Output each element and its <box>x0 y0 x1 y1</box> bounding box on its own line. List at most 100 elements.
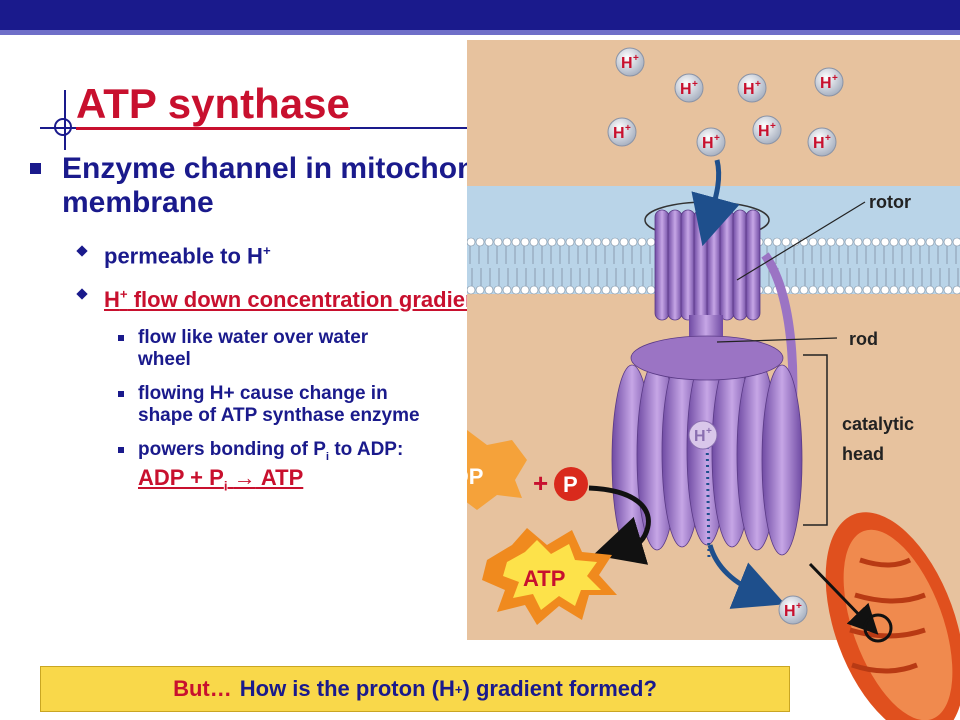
lipid-head <box>943 237 953 247</box>
proton-charge: + <box>825 133 831 144</box>
lipid-head <box>646 285 656 295</box>
flow-text: flow down concentration gradient <box>127 286 486 312</box>
rod-pointer <box>716 337 838 343</box>
bullet-list: Enzyme channel in mitochondrial membrane… <box>28 152 548 498</box>
lipid-head <box>538 285 548 295</box>
lipid-head <box>592 285 602 295</box>
lipid-head <box>556 285 566 295</box>
lipid-head <box>637 285 647 295</box>
lipid-head <box>467 285 476 295</box>
lipid-head <box>772 237 782 247</box>
lipid-head <box>952 285 960 295</box>
bullet-main: Enzyme channel in mitochondrial membrane <box>28 152 548 220</box>
proton-entry-arrow <box>691 159 740 247</box>
catalytic-top <box>630 335 784 381</box>
lipid-head <box>889 237 899 247</box>
lipid-head <box>592 237 602 247</box>
bullet-main-text: Enzyme channel in mitochondrial membrane <box>62 152 539 219</box>
proton-label: H <box>621 55 633 72</box>
rod-label: rod <box>849 329 878 349</box>
proton-label: H <box>758 123 770 140</box>
proton-ball <box>737 73 767 103</box>
lipid-head <box>835 285 845 295</box>
rotor-cylinder <box>654 209 670 321</box>
top-banner <box>0 0 960 30</box>
lipid-head <box>529 237 539 247</box>
proton-ball <box>752 115 782 145</box>
lipid-head <box>520 237 530 247</box>
proton-charge: + <box>262 243 271 258</box>
proton-label: H <box>680 81 692 98</box>
lipid-head <box>925 237 935 247</box>
lipid-head <box>565 237 575 247</box>
lipid-head <box>467 237 476 247</box>
proton-charge: + <box>706 426 712 437</box>
phosphate-label: P <box>563 472 578 497</box>
flow-proton: H <box>104 286 120 312</box>
lipid-head <box>484 237 494 247</box>
lipid-head <box>880 285 890 295</box>
lipid-head <box>601 285 611 295</box>
bonding-sub: i <box>325 450 330 463</box>
sub-bullet-flow-text: H+ flow down concentration gradient <box>104 286 486 312</box>
lipid-head <box>835 237 845 247</box>
lipid-head <box>502 285 512 295</box>
point-bonding-text: powers bonding of Pi to ADP: <box>138 439 408 468</box>
lipid-head <box>538 237 548 247</box>
lipid-head <box>853 285 863 295</box>
equation-left: ADP + P <box>138 465 224 491</box>
lipid-head <box>493 285 503 295</box>
lipid-head <box>916 285 926 295</box>
lipid-head <box>502 237 512 247</box>
proton-label: H <box>613 125 625 142</box>
lipid-head <box>484 285 494 295</box>
proton-ball <box>807 127 837 157</box>
bonding-arrow <box>588 485 651 565</box>
lipid-head <box>556 237 566 247</box>
rotor-cylinder <box>667 209 683 321</box>
footer-question-sup: + <box>454 681 463 697</box>
rotor-cylinder <box>680 209 696 321</box>
lipid-head <box>610 237 620 247</box>
lipid-head <box>808 285 818 295</box>
lipid-head <box>862 285 872 295</box>
square-bullet-icon <box>118 334 124 341</box>
lipid-head <box>574 237 584 247</box>
proton-exit-arrow <box>707 544 786 609</box>
diamond-bullet-icon <box>76 288 88 300</box>
catalytic-label-line2: head <box>842 444 884 464</box>
lipid-head <box>799 285 809 295</box>
proton-label: H <box>820 75 832 92</box>
cristae <box>849 557 926 674</box>
lipid-head <box>826 237 836 247</box>
proton-ball <box>615 47 645 77</box>
lipid-head <box>853 237 863 247</box>
lipid-head <box>925 285 935 295</box>
lipid-head <box>475 285 485 295</box>
lipid-head <box>763 285 773 295</box>
lipid-head <box>889 285 899 295</box>
adp-label: ADP <box>467 464 483 489</box>
rotor-cylinder <box>732 209 748 321</box>
proton-ball <box>814 67 844 97</box>
mitochondrion-pointer <box>808 562 879 635</box>
lipid-head <box>952 237 960 247</box>
lipid-head <box>898 237 908 247</box>
proton-charge: + <box>633 53 639 64</box>
rotor-pointer <box>736 201 866 281</box>
footer-lead: But… <box>173 676 232 701</box>
lipid-head <box>871 237 881 247</box>
lipid-head <box>475 237 485 247</box>
lipid-head <box>583 285 593 295</box>
equation-sub: i <box>223 478 228 494</box>
bonding-text-a: powers bonding of P <box>138 438 326 460</box>
lipid-head <box>610 285 620 295</box>
plus-sign: + <box>533 468 548 498</box>
proton-label: H <box>694 428 706 445</box>
rotor-cylinder <box>693 209 709 321</box>
crosshair-icon <box>54 118 72 136</box>
mitochondrion-illustration <box>808 512 960 720</box>
sub-bullet-permeable-text: permeable to H <box>104 243 263 269</box>
lipid-head <box>583 237 593 247</box>
proton-charge: + <box>796 601 802 612</box>
